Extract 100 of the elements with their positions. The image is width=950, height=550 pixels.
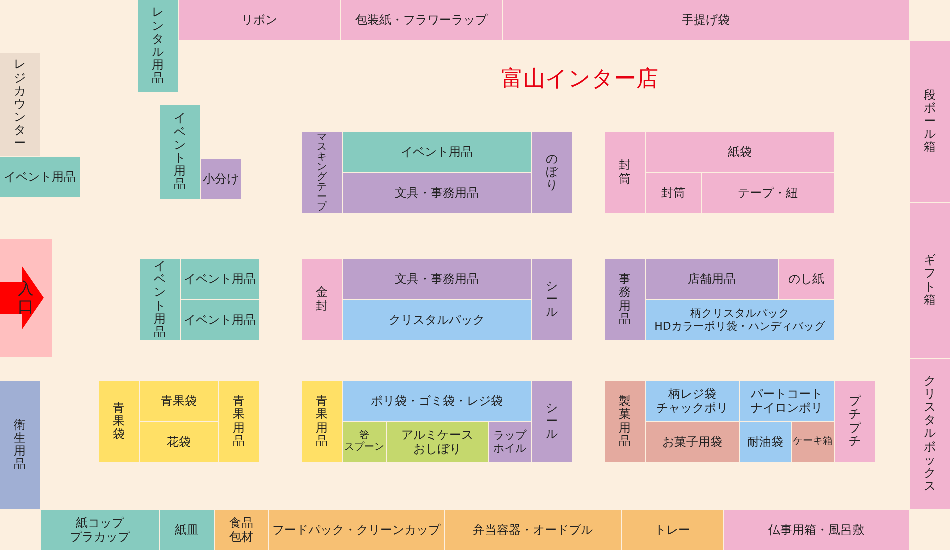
- section-label: 箸: [360, 430, 370, 442]
- shelf-section: [99, 381, 139, 462]
- section-label: 柄クリスタルパック: [690, 306, 790, 320]
- section-label: 仏事用箱・風呂敷: [768, 522, 864, 538]
- section-label: 紙皿: [175, 522, 199, 538]
- section-label: 封筒: [619, 159, 631, 186]
- shelf-section: [779, 259, 834, 299]
- shelf-section: [269, 510, 444, 550]
- section-label: 店舗用品: [688, 272, 736, 286]
- shelf-section: [343, 132, 531, 172]
- shelf-section: [181, 300, 259, 340]
- section-label: アルミケース: [402, 428, 474, 442]
- section-label: リボン: [242, 12, 278, 28]
- section-label: 紙袋: [728, 144, 752, 160]
- section-label: 封筒: [662, 186, 686, 200]
- section-label: のし紙: [788, 272, 824, 286]
- section-label: 製菓用品: [619, 395, 631, 448]
- shelf-section: [503, 0, 909, 40]
- entrance-label: 入口: [18, 280, 34, 316]
- shelf-section: [835, 381, 875, 462]
- shelf-section: [605, 381, 645, 462]
- shelf-section: [910, 359, 950, 509]
- shelf-section: [302, 381, 342, 462]
- section-label: おしぼり: [414, 442, 462, 456]
- section-label: 青果用品: [233, 395, 245, 448]
- shelf-section: [140, 422, 218, 462]
- shelf-section: [702, 173, 834, 213]
- section-label: 文具・事務用品: [395, 272, 479, 286]
- section-label: フードパック・クリーンカップ: [272, 522, 440, 538]
- shelf-section: [160, 105, 200, 199]
- section-label: 段ボール箱: [924, 88, 936, 154]
- shelf-section: [740, 381, 834, 421]
- section-label: 柄レジ袋: [668, 386, 716, 401]
- section-label: 弁当容器・オードブル: [473, 522, 593, 538]
- section-label: 包装紙・フラワーラップ: [356, 12, 488, 28]
- entrance-area: [0, 239, 52, 357]
- section-label: ギフト箱: [924, 254, 936, 307]
- shelf-section: [343, 173, 531, 213]
- shelf-section: [0, 157, 80, 197]
- shelf-section: [910, 41, 950, 202]
- section-label: トレー: [654, 522, 690, 538]
- shelf-section: [724, 510, 909, 550]
- section-label: 青果袋: [113, 402, 125, 442]
- section-label: プチプチ: [849, 395, 861, 448]
- shelf-section: [41, 510, 159, 550]
- shelf-section: [201, 159, 241, 199]
- section-label: プラカップ: [70, 530, 130, 544]
- section-label: イベント用品: [174, 112, 186, 192]
- section-label: 事務用品: [619, 273, 631, 326]
- shelf-section: [605, 132, 645, 213]
- shelf-section: [140, 259, 180, 340]
- section-label: ホイル: [494, 442, 526, 456]
- shelf-section: [343, 300, 531, 340]
- section-label: 耐油袋: [748, 434, 784, 450]
- section-label: 小分け: [203, 172, 239, 186]
- shelf-section: [302, 132, 342, 213]
- section-label: 花袋: [167, 434, 191, 450]
- section-label: 手提げ袋: [682, 12, 730, 28]
- section-label: クリスタルボックス: [924, 374, 936, 494]
- section-label: 青果用品: [316, 395, 328, 448]
- shelf-section: [160, 510, 214, 550]
- section-label: ポリ袋・ゴミ袋・レジ袋: [371, 394, 503, 408]
- shelf-section: [219, 381, 259, 462]
- section-label: のぼり: [546, 152, 558, 192]
- section-label: イベント用品: [401, 144, 473, 160]
- section-label: ナイロンポリ: [751, 401, 823, 416]
- section-label: HDカラーポリ袋・ハンディバッグ: [654, 320, 826, 334]
- shelf-section: [622, 510, 723, 550]
- shelf-section: [489, 422, 531, 462]
- section-label: 紙コップ: [76, 516, 124, 530]
- shelf-section: [343, 259, 531, 299]
- section-label: イベント用品: [4, 170, 76, 184]
- section-label: レンタル用品: [152, 6, 164, 86]
- section-label: シール: [546, 280, 558, 320]
- section-label: スプーン: [344, 442, 384, 454]
- shelf-section: [341, 0, 502, 40]
- section-label: イベント用品: [184, 312, 256, 328]
- shelf-section: [138, 0, 178, 92]
- section-label: シール: [546, 402, 558, 442]
- section-label: チャックポリ: [656, 401, 728, 416]
- section-label: 金封: [316, 286, 328, 313]
- shelf-section: [181, 259, 259, 299]
- shelf-section: [910, 203, 950, 358]
- section-label: 食品包材: [230, 516, 254, 544]
- section-label: イベント用品: [184, 272, 256, 286]
- shelf-section: [532, 132, 572, 213]
- section-label: ケーキ箱: [793, 436, 833, 448]
- section-label: 青果袋: [161, 394, 197, 408]
- section-label: お菓子用袋: [662, 434, 722, 450]
- section-label: パートコート: [751, 386, 823, 401]
- shelf-section: [0, 53, 40, 156]
- shelf-section: [140, 381, 218, 421]
- shelf-section: [740, 422, 791, 462]
- shelf-section: [532, 259, 572, 340]
- shelf-section: [343, 422, 386, 462]
- section-label: 文具・事務用品: [395, 186, 479, 200]
- shelf-section: [646, 259, 778, 299]
- shelf-section: [179, 0, 340, 40]
- shelf-section: [302, 259, 342, 340]
- shelf-section: [646, 300, 834, 340]
